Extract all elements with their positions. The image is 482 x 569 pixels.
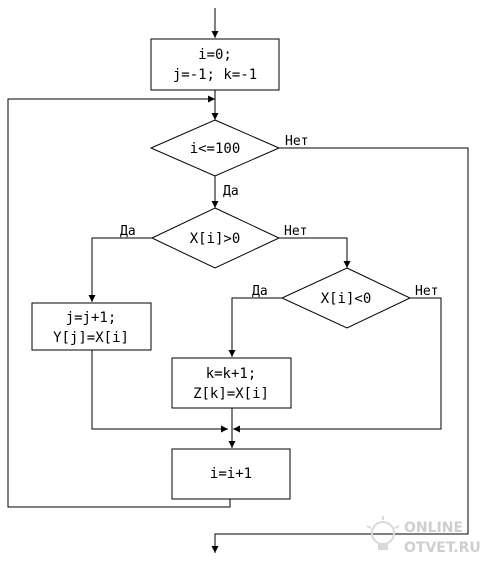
loop-no-line	[211, 147, 469, 553]
init-line2: j=-1; k=-1	[173, 67, 257, 83]
watermark-line1: ONLINE	[404, 520, 463, 536]
positive-action-line2: Y[j]=X[i]	[53, 330, 129, 346]
increment-box	[171, 448, 291, 500]
increment-text: i=i+1	[210, 466, 252, 482]
init-line1: i=0;	[198, 47, 232, 63]
loop-yes-label: Да	[223, 184, 239, 199]
negative-action-box	[171, 357, 292, 409]
loop-condition-diamond	[149, 119, 281, 177]
loop-no-label: Нет	[285, 134, 308, 149]
pos-yes-line	[88, 237, 152, 302]
positive-condition-diamond	[150, 207, 281, 269]
negative-no-label: Нет	[415, 284, 438, 299]
positive-condition-text: X[i]>0	[190, 231, 241, 247]
watermark-line2: OTVET.RU	[404, 540, 481, 556]
watermark: ONLINE OTVET.RU	[366, 516, 481, 556]
loop-back-line	[7, 95, 231, 508]
lightbulb-icon	[366, 516, 400, 550]
positive-yes-label: Да	[120, 224, 136, 239]
negative-yes-label: Да	[252, 284, 268, 299]
connectors	[7, 8, 469, 553]
init-box	[150, 38, 280, 91]
positive-action-box	[31, 302, 152, 351]
neg-no-line	[233, 297, 442, 433]
negative-action-line2: Z[k]=X[i]	[193, 386, 269, 402]
positive-no-label: Нет	[284, 224, 307, 239]
negative-condition-diamond	[280, 267, 412, 329]
negative-action-line1: k=k+1;	[206, 366, 257, 382]
pos-no-line	[279, 237, 351, 268]
loop-condition-text: i<=100	[190, 141, 241, 157]
negative-condition-text: X[i]<0	[321, 291, 372, 307]
neg-yes-line	[228, 297, 282, 357]
pos-merge-line	[91, 350, 228, 433]
positive-action-line1: j=j+1;	[66, 310, 117, 326]
